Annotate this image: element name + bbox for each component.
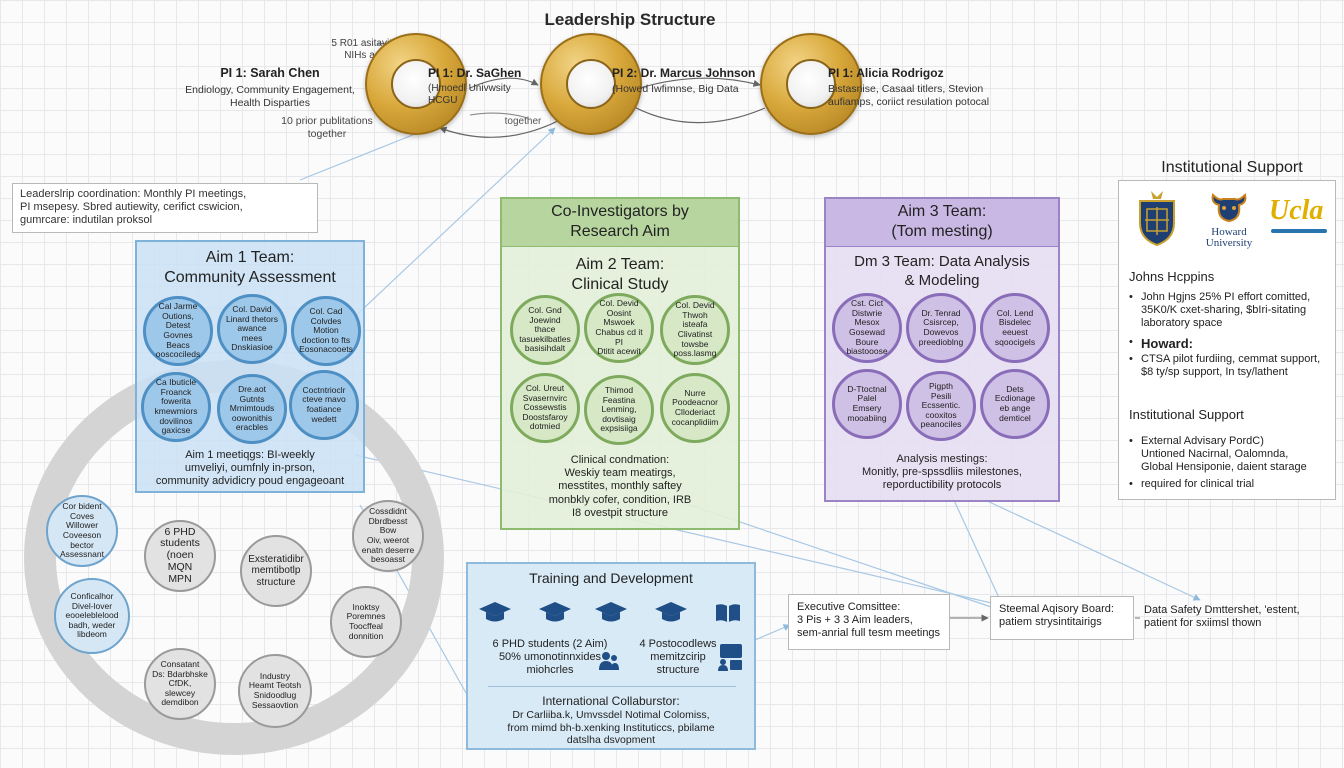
institutional-support-subtitle: Institutional Support bbox=[1129, 407, 1244, 422]
aim3-member: D-Ttoctnal Palel Emsery mooabiing bbox=[832, 369, 902, 439]
aim1-meeting-note: Aim 1 meetiqgs: BI-weekly umveliyi, oumf… bbox=[155, 449, 345, 488]
howard-bullet: • Howard: bbox=[1129, 336, 1334, 352]
howard-logo-text: Howard University bbox=[1205, 226, 1253, 249]
pi-coin-3 bbox=[760, 33, 862, 135]
aim2-member: Col. Devid Oosint Mswoek Chabus cd it PI… bbox=[584, 293, 654, 363]
data-safety-board-text: Data Safety Dmttershet, 'estent, patient… bbox=[1144, 604, 1300, 630]
aim1-member: Col. David Linard thetors awance mees Dn… bbox=[217, 294, 287, 364]
pi-name: PI 2: Dr. Marcus Johnson bbox=[612, 66, 756, 80]
person-group-icon bbox=[599, 652, 619, 670]
aim2-meeting-note: Clinical condmation: Weskiy team meatirg… bbox=[548, 454, 692, 519]
phd-students-text: 6 PHD students (2 Aim) 50% umonotinnxide… bbox=[492, 638, 608, 677]
pi-coin-2 bbox=[540, 33, 642, 135]
aim3-member: Col. Lend Bisdelec eeuest sqoocigels bbox=[980, 293, 1050, 363]
advisory-board-text: Steemal Aqisory Board: patiem strysintit… bbox=[999, 603, 1114, 629]
graduation-cap-icon bbox=[595, 602, 627, 622]
howard-title: Howard: bbox=[1141, 336, 1193, 351]
ucla-logo-swoosh bbox=[1271, 229, 1327, 233]
clinical-trial-text: required for clinical trial bbox=[1141, 478, 1255, 490]
clinical-trial-bullet: • required for clinical trial bbox=[1129, 478, 1334, 491]
phd-students-circle: 6 PHD students (noen MQN MPN bbox=[144, 520, 216, 592]
presentation-icon bbox=[718, 644, 742, 671]
aim2-member: Col. Devid Thwoh isteafa Clivatinst tows… bbox=[660, 295, 730, 365]
ring-industry-member: Inoktsy Poremnes Toocffeal donnition bbox=[330, 586, 402, 658]
aim3-member: Cst. Cict Distwrie Mesox Gosewad Boure b… bbox=[832, 293, 902, 363]
postdoc-text: 4 Postocodlews memitzcirip structure bbox=[639, 638, 717, 677]
howard-support-text: CTSA pilot furdiing, cemmat support, $8 … bbox=[1141, 353, 1321, 379]
howard-support-bullet: • CTSA pilot furdiing, cemmat support, $… bbox=[1129, 353, 1334, 379]
johns-hopkins-title: Johns Hcppins bbox=[1129, 269, 1215, 284]
page-title: Leadership Structure bbox=[544, 10, 716, 29]
coinvestigators-header: Co-Investigators by Research Aim bbox=[502, 199, 738, 247]
mentorship-circle: Exsteratidibr memtibotlp structure bbox=[240, 535, 312, 607]
graduation-cap-icon bbox=[539, 602, 571, 622]
aim3-member: Dr. Tenrad Csisrcep, Dowevos preedioblng bbox=[906, 293, 976, 363]
pi-card-sarah-chen: PI 1: Sarah Chen Endiology, Community En… bbox=[170, 66, 370, 109]
training-development-panel: Training and Development 6 PHD students … bbox=[466, 562, 756, 750]
aim2-title: Aim 2 Team: Clinical Study bbox=[571, 256, 669, 293]
pi-subtitle: Bistasnise, Casaal titlers, Stevion aufi… bbox=[828, 83, 990, 108]
pi-coin-1 bbox=[365, 33, 467, 135]
johns-hopkins-shield-icon bbox=[1139, 191, 1175, 247]
advisory-board-box: Steemal Aqisory Board: patiem strysintit… bbox=[990, 596, 1134, 640]
pi-publications-note: 10 prior publitations together bbox=[281, 115, 373, 140]
aim3-title: Dm 3 Team: Data Analysis & Modeling bbox=[854, 253, 1030, 289]
johns-hopkins-text: John Hgjns 25% PI effort comitted, 35K0/… bbox=[1141, 291, 1311, 330]
howard-bison-icon bbox=[1211, 193, 1247, 223]
pi-name: PI 1: Alicia Rodrigoz bbox=[828, 66, 944, 80]
aim3-member: Pigpth Pesili Ecssentic. cooxitos peanoc… bbox=[906, 371, 976, 441]
aim1-member: Dre.aot Gutnts Mrnimtouds oowonithis era… bbox=[217, 374, 287, 444]
aim2-member: Nurre Poodeacnor Clloderiact cocanplidii… bbox=[660, 373, 730, 443]
institutional-support-title: Institutional Support bbox=[1161, 159, 1303, 176]
aim1-member: Ca Ibuticle Froanck fowerita kmewmiors d… bbox=[141, 372, 211, 442]
training-title: Training and Development bbox=[529, 570, 693, 586]
ring-consultant-member: Cossdidnt Dbrdbesst Bow Oiv, weerot enat… bbox=[352, 500, 424, 572]
industry-circle: Industry Heamt Teotsh Snidoodlug Sessaov… bbox=[238, 654, 312, 728]
executive-committee-text: Executive Comsittee: 3 Pis + 3 3 Aim lea… bbox=[797, 601, 941, 640]
aim2-member: Thimod Feastina Lenming, dovtisaig expsi… bbox=[584, 375, 654, 445]
ring-member: Cor bident Coves Willower Coveeson becto… bbox=[46, 495, 118, 567]
together-label: together bbox=[504, 116, 542, 127]
aim2-member: Col. Gnd Joewind thace tasuekilbatles ba… bbox=[510, 295, 580, 365]
ucla-logo-text: Ucla bbox=[1269, 195, 1324, 226]
leadership-coordination-box: Leaderslrip coordination: Monthly PI mee… bbox=[12, 183, 318, 233]
graduation-cap-icon bbox=[655, 602, 687, 622]
ring-member: Conficalhor Divel-lover eooeleblelood ba… bbox=[54, 578, 130, 654]
international-collaborator-title: International Collaburstor: bbox=[542, 694, 680, 708]
aim3-header: Aim 3 Team: (Tom mesting) bbox=[826, 199, 1058, 247]
pi-card-dr-sachen: PI 1: Dr. SaGhen (Hmoedl Univwsity HCGU bbox=[428, 66, 543, 107]
training-divider bbox=[488, 686, 736, 687]
external-advisory-bullet: • External Advisary PordC) Untioned Naci… bbox=[1129, 435, 1334, 475]
aim1-title: Aim 1 Team: Community Assessment bbox=[164, 249, 336, 286]
consultant-circle: Consatant Ds: Bdarbhske CfDK, slewcey de… bbox=[144, 648, 216, 720]
aim1-member: Col. Cad Colvdes Motion doction to fts E… bbox=[291, 296, 361, 366]
graduation-cap-icon bbox=[479, 602, 511, 622]
institutional-support-box: Howard University Ucla Johns Hcppins • J… bbox=[1118, 180, 1336, 500]
johns-hopkins-bullet: • John Hgjns 25% PI effort comitted, 35K… bbox=[1129, 291, 1334, 331]
international-collaborator-text: Dr Carliiba.k, Umvssdel Notimal Colomiss… bbox=[507, 709, 715, 747]
aim2-member: Col. Ureut Svasernvirc Cossewstis Doosts… bbox=[510, 373, 580, 443]
external-advisory-text: External Advisary PordC) Untioned Nacirn… bbox=[1141, 435, 1307, 474]
pi-card-marcus-johnson: PI 2: Dr. Marcus Johnson (Howed Iwfimnse… bbox=[612, 66, 762, 96]
book-icon bbox=[716, 604, 740, 622]
aim2-team-panel: Co-Investigators by Research Aim Aim 2 T… bbox=[500, 197, 740, 530]
pi-card-alicia-rodrigoz: PI 1: Alicia Rodrigoz Bistasnise, Casaal… bbox=[828, 66, 1028, 109]
pi-subtitle: (Howed Iwfimnse, Big Data bbox=[612, 83, 739, 96]
aim1-member: Cal Jarme Outions, Detest Govnes Beacs o… bbox=[143, 296, 213, 366]
aim1-team-panel: Aim 1 Team: Community Assessment Cal Jar… bbox=[135, 240, 365, 493]
pi-subtitle: (Hmoedl Univwsity HCGU bbox=[428, 83, 511, 107]
aim3-member: Dets Ecdionage eb ange demticel bbox=[980, 369, 1050, 439]
pi-name: PI 1: Dr. SaGhen bbox=[428, 66, 522, 80]
aim3-team-panel: Aim 3 Team: (Tom mesting) Dm 3 Team: Dat… bbox=[824, 197, 1060, 502]
pi-subtitle: Endiology, Community Engagement, Health … bbox=[185, 84, 355, 109]
aim3-meeting-note: Analysis mestings: Monitly, pre-spssdlii… bbox=[862, 453, 1022, 492]
pi-name: PI 1: Sarah Chen bbox=[220, 66, 320, 80]
aim1-member: Coctntrioclr cteve mavo foatiance wedett bbox=[289, 370, 359, 440]
executive-committee-box: Executive Comsittee: 3 Pis + 3 3 Aim lea… bbox=[788, 594, 950, 650]
